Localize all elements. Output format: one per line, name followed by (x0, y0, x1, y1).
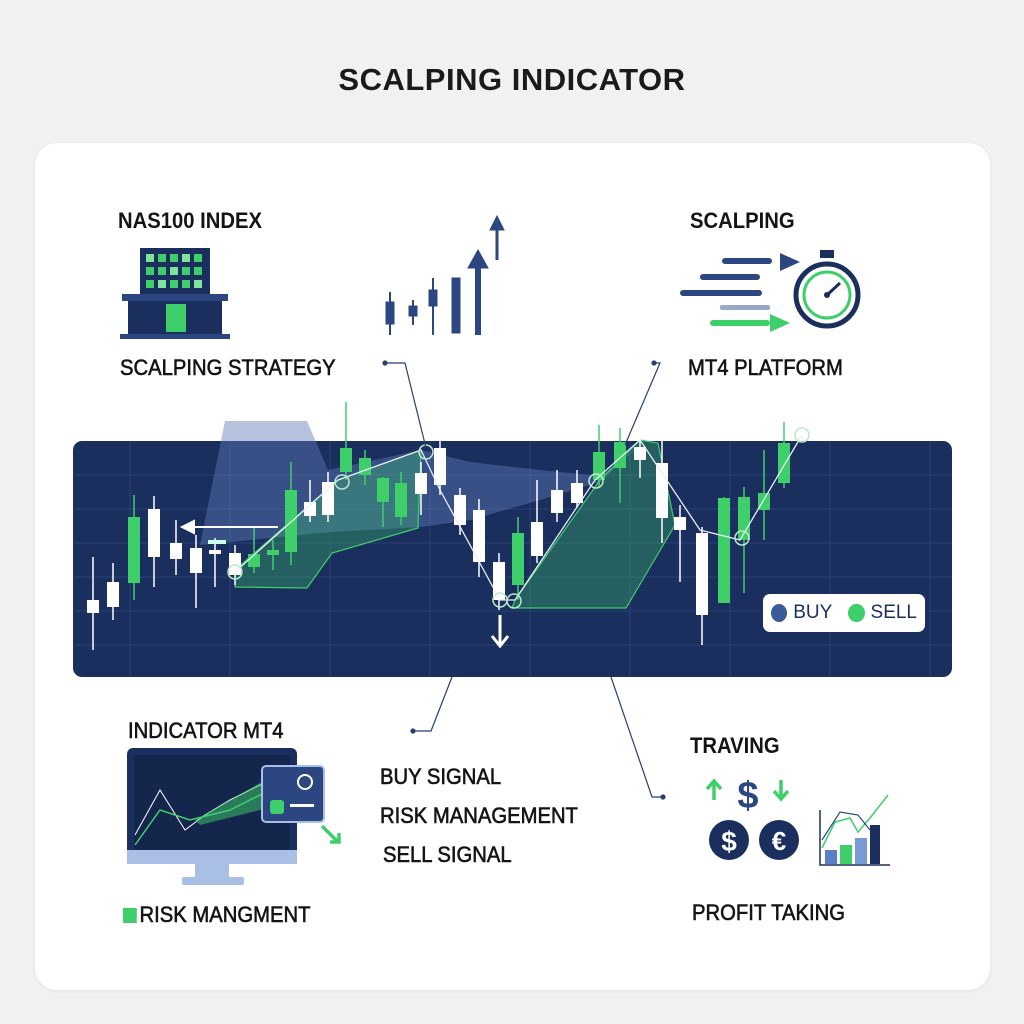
building-window (194, 254, 202, 262)
label-profit-taking: PROFIT TAKING (692, 900, 846, 926)
building-window (146, 280, 154, 288)
candle-body (377, 478, 389, 502)
label-buy-signal: BUY SIGNAL (380, 764, 502, 790)
candle-body (614, 442, 626, 468)
signal-line (234, 434, 803, 601)
growth-chart-icon (385, 214, 505, 335)
candles (87, 402, 790, 650)
building-window (158, 254, 166, 262)
signal-markers (227, 427, 810, 609)
label-scalping-strategy: SCALPING STRATEGY (120, 355, 336, 381)
dollar-sign-icon: $ (737, 775, 758, 817)
arrow-left-icon (179, 519, 278, 544)
arrow-up-icon (705, 778, 723, 800)
legend-buy: BUY (793, 602, 833, 623)
page-title: SCALPING INDICATOR (338, 62, 686, 97)
building-window (170, 254, 178, 262)
arrow-down-green-icon (772, 780, 790, 802)
candle-body (190, 548, 202, 573)
building-window (158, 267, 166, 275)
building-window (194, 267, 202, 275)
candle-body (696, 533, 708, 615)
candle-body (209, 550, 221, 554)
candle-body (634, 447, 646, 460)
dollar-coin-glyph: $ (721, 826, 737, 857)
candle-body (285, 490, 297, 552)
label-mt4-platform: MT4 PLATFORM (688, 355, 843, 381)
building-window (146, 254, 154, 262)
connector-lines (382, 360, 666, 800)
currency-icons: $ $ € (705, 775, 890, 866)
candle-body (674, 517, 686, 530)
candle-body (454, 495, 466, 525)
green-square-icon (123, 908, 137, 923)
candle-body (267, 550, 279, 555)
label-nas100: NAS100 INDEX (118, 208, 262, 233)
candle-body (531, 522, 543, 556)
sell-dot-icon (848, 604, 865, 622)
stopwatch-icon (680, 250, 861, 332)
mini-bar-chart-icon (819, 794, 890, 866)
building-icon (120, 248, 230, 339)
building-window (182, 254, 190, 262)
label-sell-signal: SELL SIGNAL (383, 842, 512, 868)
green-zone-2 (511, 439, 676, 609)
candle-body (128, 517, 140, 583)
euro-coin-icon (759, 820, 799, 860)
building-window (182, 267, 190, 275)
candle-body (340, 448, 352, 472)
arrow-down-icon (490, 615, 510, 649)
candle-body (148, 509, 160, 557)
label-traving: TRAVING (690, 733, 780, 758)
building-window (194, 280, 202, 288)
candle-body (512, 533, 524, 585)
candle-body (473, 510, 485, 562)
candle-body (107, 582, 119, 607)
risk-mangment-text: RISK MANGMENT (139, 902, 311, 928)
monitor-icon (127, 748, 341, 885)
label-indicator-mt4: INDICATOR MT4 (128, 718, 284, 744)
candle-body (415, 473, 427, 494)
candle-body (656, 463, 668, 518)
building-window (158, 280, 166, 288)
candle-body (571, 483, 583, 503)
candle-body (718, 498, 730, 603)
candle-body (304, 502, 316, 516)
dollar-coin-icon (709, 820, 749, 860)
legend-sell: SELL (870, 602, 917, 623)
chart-legend: BUY SELL (763, 594, 925, 632)
building-window (146, 267, 154, 275)
building-window (170, 267, 178, 275)
building-window (182, 280, 190, 288)
building-window (170, 280, 178, 288)
buy-dot-icon (771, 604, 788, 622)
candle-body (434, 448, 446, 485)
candle-body (493, 562, 505, 600)
candle-body (87, 600, 99, 613)
candle-body (395, 483, 407, 517)
label-risk-management: RISK MANAGEMENT (380, 803, 578, 829)
euro-coin-glyph: € (772, 826, 786, 856)
candle-body (170, 543, 182, 559)
candle-body (778, 443, 790, 483)
candle-body (322, 482, 334, 515)
label-risk-mangment: RISK MANGMENT (123, 902, 311, 928)
candle-body (758, 493, 770, 510)
candle-body (248, 554, 260, 567)
label-scalping: SCALPING (690, 208, 795, 233)
candle-body (551, 490, 563, 513)
